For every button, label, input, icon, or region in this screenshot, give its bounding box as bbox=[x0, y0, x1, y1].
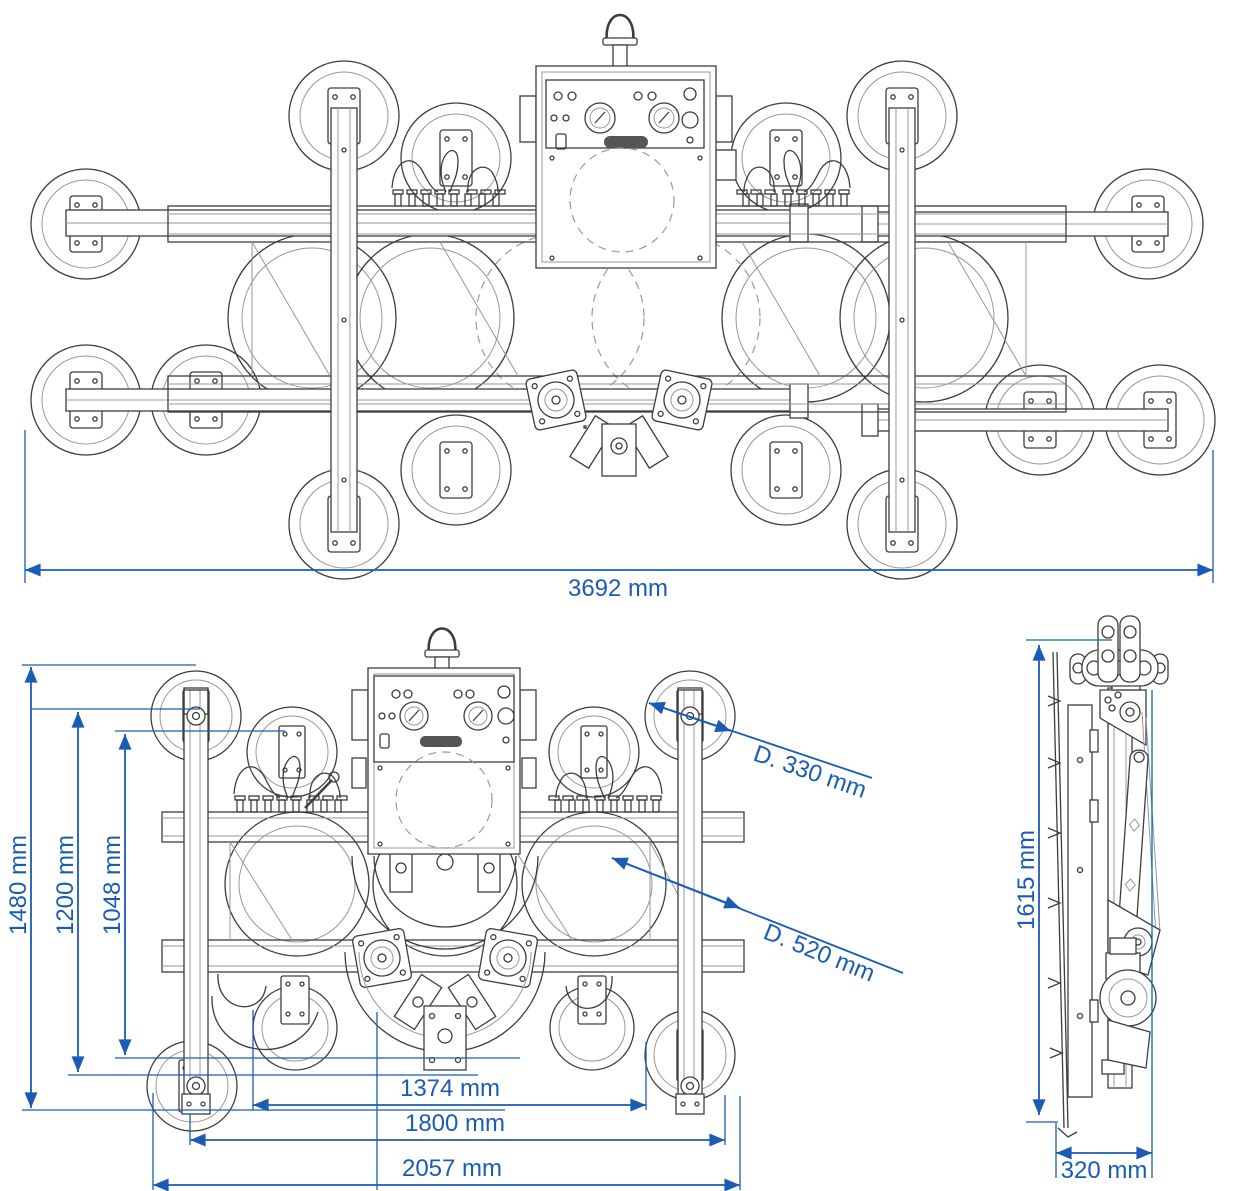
vacuum-tank-dashed bbox=[569, 147, 675, 253]
dimension-height-pivot: 1200 mm bbox=[32, 708, 478, 1076]
dim-pad-330-label: D. 330 mm bbox=[750, 740, 870, 804]
arm-bracket-side bbox=[1099, 689, 1161, 937]
dim-height-inner-label: 1048 mm bbox=[99, 835, 126, 935]
motor-side bbox=[1099, 898, 1161, 1069]
vacuum-gauge bbox=[399, 701, 429, 731]
dim-width-overall-label: 2057 mm bbox=[402, 1155, 502, 1182]
frame-profile-side bbox=[1067, 704, 1099, 1098]
pad-520-front bbox=[224, 811, 370, 957]
dim-pad-520-label: D. 520 mm bbox=[760, 919, 879, 988]
dim-side-depth-label: 320 mm bbox=[1061, 1157, 1148, 1184]
dimension-side-height: 1615 mm bbox=[1013, 639, 1112, 1123]
top-view: 3692 mm bbox=[24, 13, 1216, 602]
dim-width-pivot-label: 1800 mm bbox=[405, 1110, 505, 1137]
suction-cup-330 bbox=[548, 706, 640, 798]
beam-left-front bbox=[181, 687, 211, 1115]
dimension-side-depth: 320 mm bbox=[1055, 690, 1153, 1184]
tilt-rotator-front bbox=[344, 849, 546, 1071]
vacuum-tank-dashed bbox=[395, 751, 493, 849]
lifting-shackle bbox=[427, 627, 457, 655]
dimension-width-overall: 2057 mm bbox=[152, 1093, 741, 1191]
front-view: 1480 mm 1200 mm 1048 mm D. 330 mm D. 520… bbox=[5, 627, 904, 1191]
cross-beam-left bbox=[330, 107, 358, 533]
vacuum-gauge bbox=[648, 102, 680, 134]
side-view: 1615 mm 320 mm bbox=[1013, 615, 1169, 1184]
dim-side-height-label: 1615 mm bbox=[1013, 830, 1040, 930]
beam-right-front bbox=[675, 687, 705, 1115]
dim-height-overall-label: 1480 mm bbox=[5, 835, 32, 935]
dimension-height-inner: 1048 mm bbox=[99, 730, 520, 1059]
pad-plane-side bbox=[1047, 651, 1078, 1138]
tilt-drive-plan bbox=[524, 368, 714, 477]
dim-overall-width-label: 3692 mm bbox=[568, 575, 668, 602]
dim-height-pivot-label: 1200 mm bbox=[52, 835, 79, 935]
suction-cup-330 bbox=[246, 706, 338, 798]
shackle-plates-side bbox=[1069, 615, 1169, 691]
vacuum-gauge bbox=[584, 102, 616, 134]
control-box-plan bbox=[519, 13, 737, 269]
dimension-pad-520: D. 520 mm bbox=[611, 857, 904, 988]
brand-plate bbox=[604, 136, 648, 148]
control-box-front bbox=[351, 627, 537, 855]
dimension-overall-width: 3692 mm bbox=[24, 430, 1214, 602]
dimension-width-inner: 1374 mm bbox=[252, 1010, 647, 1190]
lifting-shackle bbox=[605, 13, 635, 43]
cross-beam-right bbox=[888, 107, 916, 533]
dimension-width-pivot: 1800 mm bbox=[189, 1095, 726, 1147]
vacuum-gauge bbox=[463, 701, 493, 731]
brand-plate bbox=[420, 736, 462, 747]
dim-width-inner-label: 1374 mm bbox=[400, 1075, 500, 1102]
